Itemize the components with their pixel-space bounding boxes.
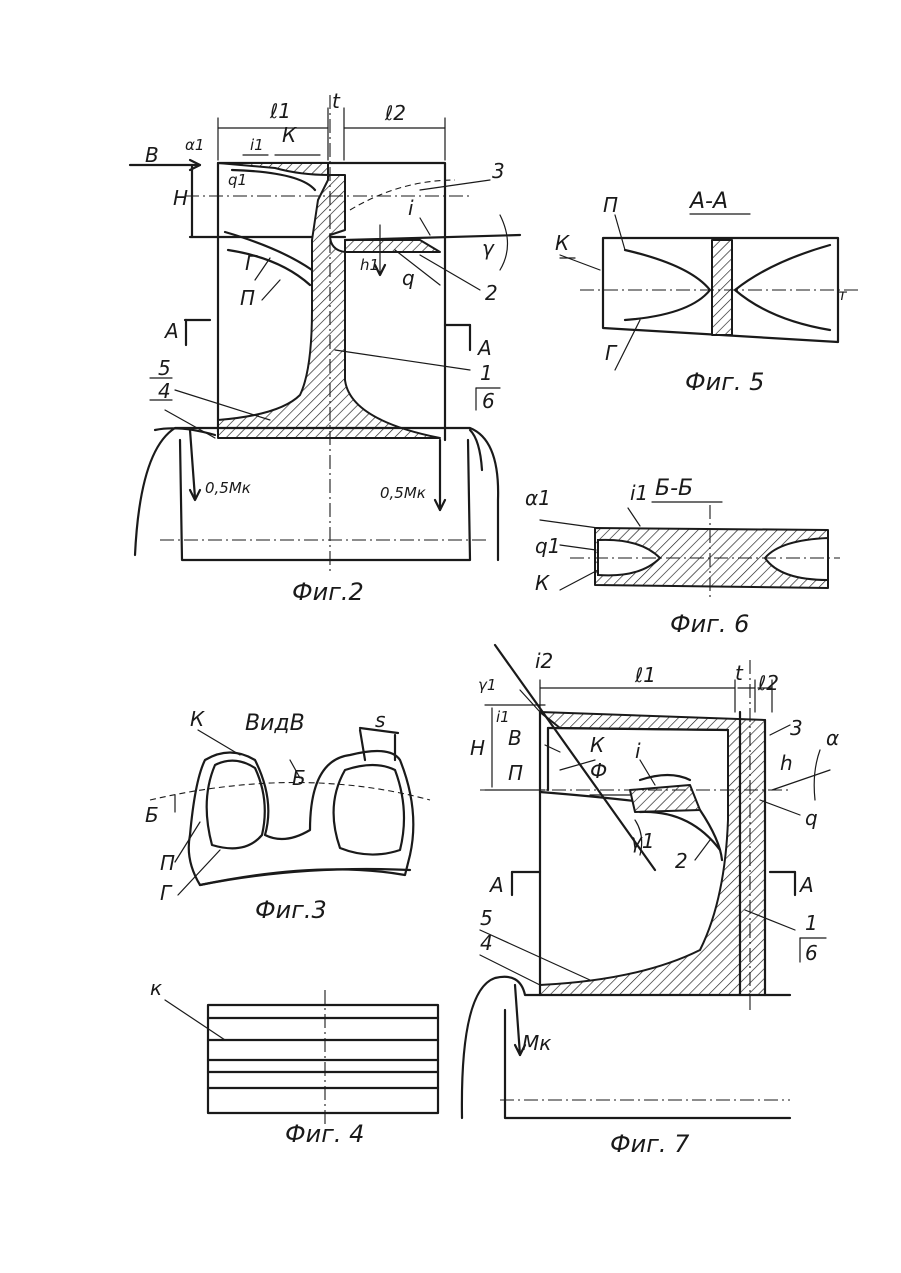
fig5-g-label: Г	[605, 341, 618, 365]
fig7-gamma1-top-label: γ1	[478, 676, 496, 694]
fig2-g-label: Г	[245, 251, 258, 275]
fig2-alpha1-label: α1	[185, 136, 204, 154]
fig7-f-label: Ф	[590, 759, 607, 783]
fig6-i1-label: i1	[630, 481, 648, 505]
fig2-l1-label: ℓ1	[269, 99, 291, 123]
fig3-g-label: Г	[160, 881, 173, 905]
fig2-i-label: i	[408, 196, 414, 220]
fig2-h1-label: h1	[360, 256, 379, 274]
fig2-6-label: 6	[482, 389, 495, 413]
fig7-i2-label: i2	[535, 649, 553, 673]
fig2-h-label: Н	[173, 186, 188, 210]
fig2-k-label: К	[282, 123, 297, 147]
fig2-1-label: 1	[480, 361, 493, 385]
fig2-4-label: 4	[158, 379, 171, 403]
fig2-mk-right-label: 0,5Мк	[380, 484, 426, 502]
fig4-caption: Фиг. 4	[285, 1120, 364, 1148]
fig2-2-label: 2	[485, 281, 498, 305]
fig7-l2-label: ℓ2	[757, 671, 779, 695]
fig7-mk-label: Мк	[522, 1031, 551, 1055]
fig6-title: Б-Б	[655, 476, 693, 501]
fig2-b-label: В	[145, 143, 159, 167]
fig3-k-label: К	[190, 707, 205, 731]
fig2-t-label: t	[332, 89, 341, 113]
fig6-alpha1-label: α1	[525, 486, 551, 510]
fig7-b-label: В	[508, 726, 522, 750]
fig3-p-label: П	[160, 851, 175, 875]
fig2-5-label: 5	[158, 356, 171, 380]
fig3-s-label: s	[375, 708, 385, 732]
fig7-a-left-label: А	[488, 873, 504, 897]
fig3-b-left-label: Б	[145, 803, 159, 827]
figure-4: к Фиг. 4	[150, 976, 438, 1148]
fig7-1-label: 1	[805, 911, 818, 935]
fig7-k-label: К	[590, 733, 605, 757]
fig7-4-label: 4	[480, 931, 493, 955]
fig7-q-label: q	[805, 806, 818, 830]
fig7-t-label: t	[735, 661, 744, 685]
fig2-3-label: 3	[492, 159, 505, 183]
fig5-title: А-А	[688, 189, 728, 214]
fig3-title: ВидВ	[245, 711, 305, 736]
fig7-5-label: 5	[480, 906, 493, 930]
fig2-q-label: q	[402, 266, 415, 290]
figure-7: γ1 i2 ℓ1 t ℓ2 i1 Н В К П Ф i 3 h α q γ1 …	[462, 645, 839, 1158]
fig5-caption: Фиг. 5	[685, 368, 764, 396]
fig7-p-label: П	[508, 761, 523, 785]
fig2-caption: Фиг.2	[292, 578, 364, 606]
fig7-3-label: 3	[790, 716, 803, 740]
fig6-k-label: К	[535, 571, 550, 595]
figure-2: ℓ1 t ℓ2 α1 i1 К В Н q1 3 i γ Г П h1 q 2 …	[130, 89, 520, 606]
figure-3: ВидВ К s Б Б П Г Фиг.3	[145, 707, 430, 924]
fig7-6-label: 6	[805, 941, 818, 965]
fig7-h-label: h	[780, 751, 793, 775]
fig7-a-right-label: А	[798, 873, 814, 897]
fig5-p-label: П	[603, 193, 618, 217]
figure-5: А-А К П Г т Фиг. 5	[555, 189, 860, 396]
fig7-i1-label: i1	[496, 708, 510, 726]
fig7-gamma1-label: γ1	[630, 829, 655, 853]
fig2-a-left-label: А	[163, 319, 179, 343]
fig7-caption: Фиг. 7	[610, 1130, 690, 1158]
fig2-mk-left-label: 0,5Мк	[205, 479, 251, 497]
fig3-caption: Фиг.3	[255, 896, 327, 924]
fig2-i1-label: i1	[250, 136, 264, 154]
fig7-2-label: 2	[675, 849, 688, 873]
fig7-h-dim-label: Н	[470, 736, 485, 760]
fig6-g1-label: q1	[535, 534, 560, 558]
fig7-alpha-label: α	[826, 726, 839, 750]
fig5-k-label: К	[555, 231, 570, 255]
fig7-i-label: i	[635, 739, 641, 763]
fig3-b-right-label: Б	[292, 766, 306, 790]
fig2-a-right-label: А	[476, 336, 492, 360]
fig6-caption: Фиг. 6	[670, 610, 749, 638]
fig2-g1-label: q1	[228, 171, 247, 189]
fig4-k-label: к	[150, 976, 162, 1000]
fig2-gamma-label: γ	[482, 236, 495, 260]
figure-6: Б-Б α1 i1 q1 К Фиг. 6	[525, 476, 840, 638]
fig2-p-label: П	[240, 286, 255, 310]
fig2-l2-label: ℓ2	[384, 101, 406, 125]
fig7-l1-label: ℓ1	[634, 663, 656, 687]
fig5-m-label: т	[838, 286, 848, 304]
